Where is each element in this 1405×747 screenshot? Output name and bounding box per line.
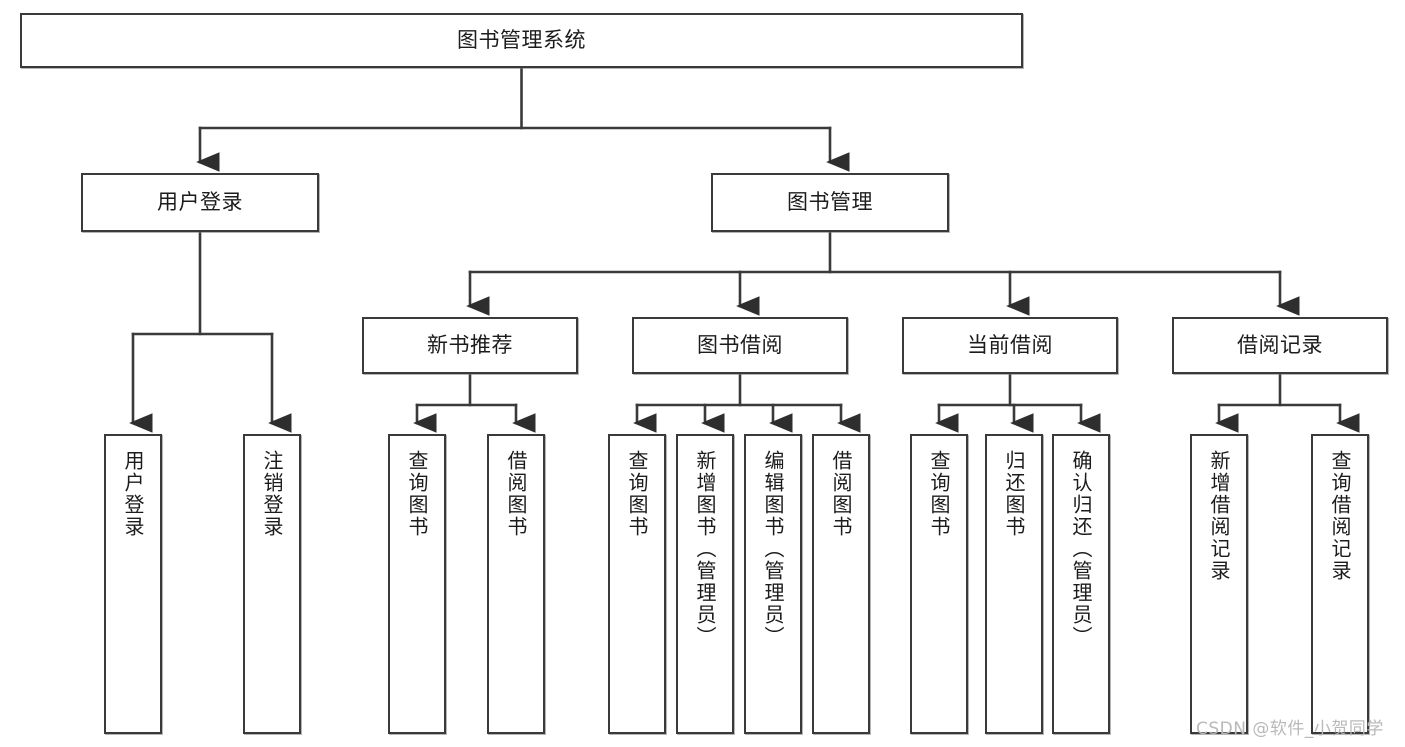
node-level3-1[interactable]: 图书借阅 xyxy=(632,317,848,374)
node-label: 图书管理系统 xyxy=(457,27,586,52)
node-label: 查询借阅记录 xyxy=(1328,450,1352,582)
node-root-图书管理系统[interactable]: 图书管理系统 xyxy=(20,13,1023,68)
node-leaf-5[interactable]: 新增图书（管理员） xyxy=(676,434,734,734)
node-label: 借阅图书 xyxy=(829,450,853,538)
node-leaf-11[interactable]: 新增借阅记录 xyxy=(1190,434,1248,734)
node-label: 归还图书 xyxy=(1002,450,1026,538)
node-leaf-4[interactable]: 查询图书 xyxy=(608,434,666,734)
node-label: 查询图书 xyxy=(405,450,429,538)
node-leaf-1[interactable]: 注销登录 xyxy=(243,434,301,734)
node-label: 借阅图书 xyxy=(504,450,528,538)
node-label: 图书管理 xyxy=(787,189,873,214)
node-level2-1[interactable]: 图书管理 xyxy=(711,173,949,232)
node-label: 查询图书 xyxy=(927,450,951,538)
node-label: 借阅记录 xyxy=(1237,332,1323,357)
node-label: 确认归还（管理员） xyxy=(1069,450,1093,648)
node-label: 新增借阅记录 xyxy=(1207,450,1231,582)
node-label: 查询图书 xyxy=(625,450,649,538)
node-leaf-6[interactable]: 编辑图书（管理员） xyxy=(744,434,802,734)
node-level3-0[interactable]: 新书推荐 xyxy=(362,317,578,374)
node-label: 图书借阅 xyxy=(697,332,783,357)
node-label: 用户登录 xyxy=(121,450,145,538)
node-label: 新书推荐 xyxy=(427,332,513,357)
node-level3-2[interactable]: 当前借阅 xyxy=(902,317,1118,374)
node-label: 用户登录 xyxy=(157,189,243,214)
node-level2-0[interactable]: 用户登录 xyxy=(81,173,319,232)
node-leaf-9[interactable]: 归还图书 xyxy=(985,434,1043,734)
node-label: 新增图书（管理员） xyxy=(693,450,717,648)
node-leaf-10[interactable]: 确认归还（管理员） xyxy=(1052,434,1110,734)
node-label: 编辑图书（管理员） xyxy=(761,450,785,648)
node-leaf-8[interactable]: 查询图书 xyxy=(910,434,968,734)
node-leaf-2[interactable]: 查询图书 xyxy=(388,434,446,734)
node-leaf-3[interactable]: 借阅图书 xyxy=(487,434,545,734)
node-leaf-7[interactable]: 借阅图书 xyxy=(812,434,870,734)
node-label: 注销登录 xyxy=(260,450,284,538)
node-leaf-0[interactable]: 用户登录 xyxy=(104,434,162,734)
node-level3-3[interactable]: 借阅记录 xyxy=(1172,317,1388,374)
node-label: 当前借阅 xyxy=(967,332,1053,357)
csdn-watermark: CSDN @软件_小贺同学 xyxy=(1196,719,1384,739)
node-leaf-12[interactable]: 查询借阅记录 xyxy=(1311,434,1369,734)
